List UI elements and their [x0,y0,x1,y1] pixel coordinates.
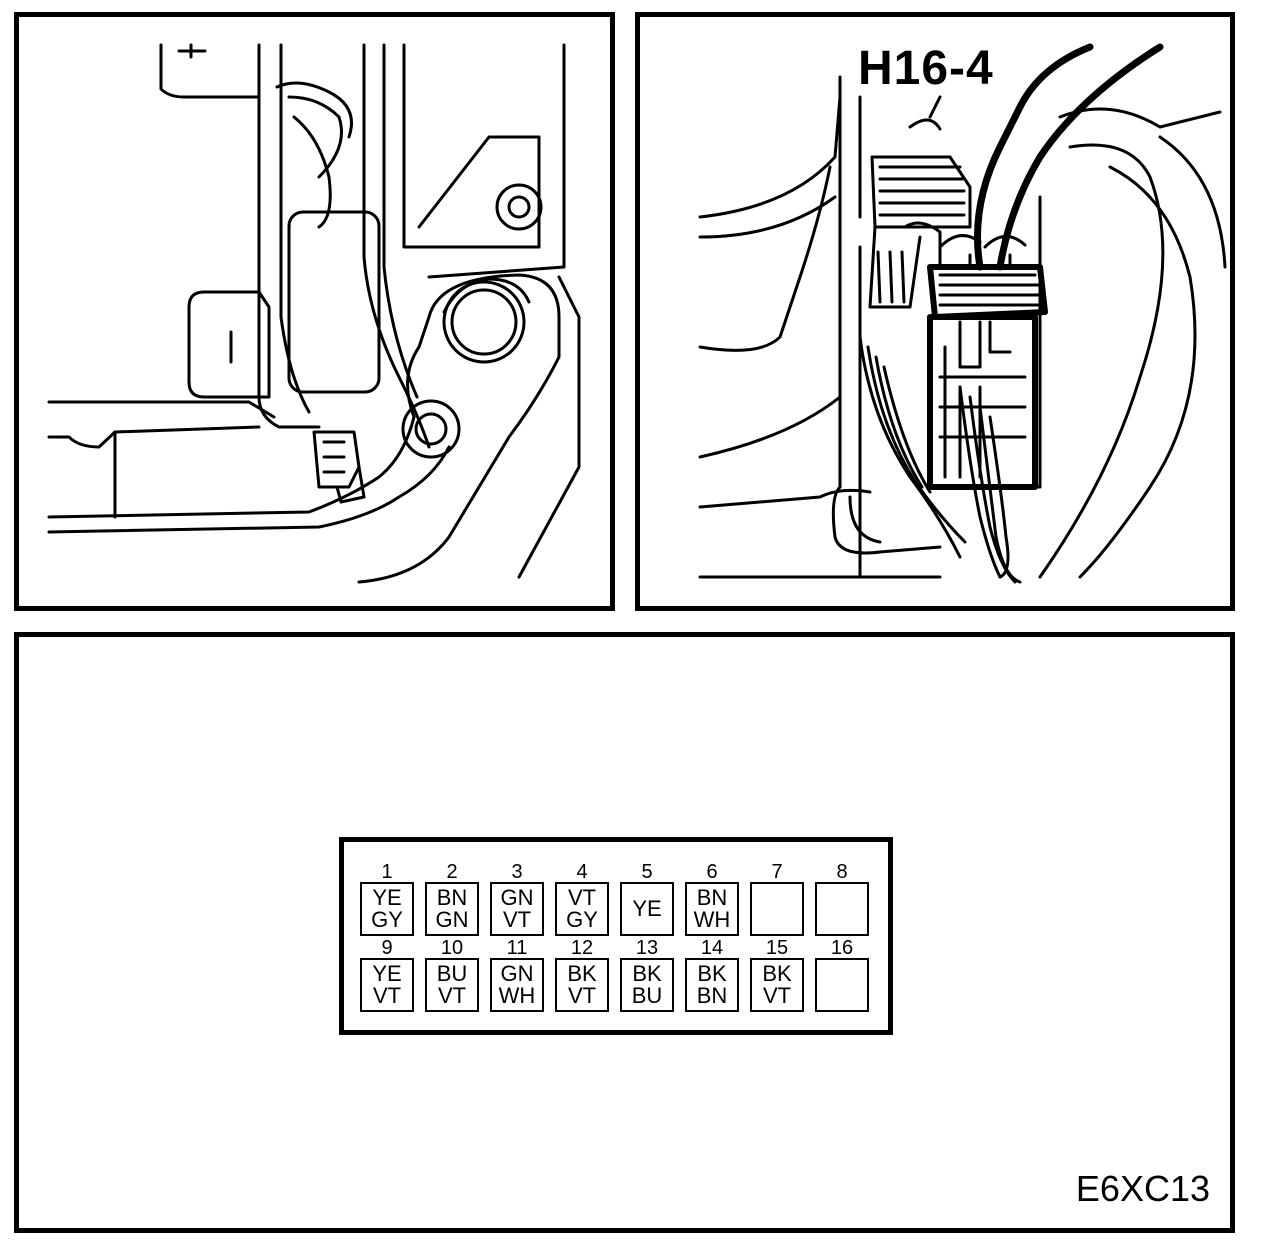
wire-color-code: VT [502,907,532,932]
wire-color-code: BN [696,885,728,910]
wire-color-code: VT [437,983,467,1008]
pin-7: 7 [750,862,804,936]
pin-number: 2 [446,861,458,883]
wire-color-code: YE [632,896,662,921]
pin-number: 9 [381,937,393,959]
pin-number: 5 [641,861,653,883]
pin-number: 13 [635,937,659,959]
wire-color-code: WH [693,907,731,932]
wire-color-code: BU [436,961,468,986]
pin-number: 11 [506,937,528,959]
wire-color-code: BN [696,983,728,1008]
pin-cavity [815,958,869,1012]
pin-number: 10 [440,937,464,959]
figure-code: E6XC13 [1075,1168,1210,1209]
pin-number: 4 [576,861,588,883]
pin-number: 8 [836,861,848,883]
wire-color-code: BN [436,885,468,910]
connector-photo-illustration: H16-4 [635,12,1235,611]
wire-color-code: YE [372,885,402,910]
wire-color-code: BK [762,961,792,986]
pin-cavity [750,882,804,936]
wire-color-code: VT [567,983,597,1008]
wire-color-code: GN [500,961,534,986]
pin-number: 3 [511,861,523,883]
pin-cavity [815,882,869,936]
connector-id-label: H16-4 [858,42,994,95]
pin-16: 16 [815,938,869,1012]
wire-color-code: BK [697,961,727,986]
wire-color-code: VT [567,885,597,910]
pin-number: 6 [706,861,718,883]
wire-color-code: VT [762,983,792,1008]
wire-color-code: YE [372,961,402,986]
location-illustration-left [14,12,615,611]
wire-color-code: WH [498,983,536,1008]
vehicle-interior-drawing [47,43,581,584]
wire-color-code: GN [435,907,469,932]
pin-cavity: YE [620,882,674,936]
wire-color-code: GY [371,907,403,932]
pin-number: 1 [381,861,393,883]
connector-drawing [698,43,1227,584]
pin-number: 14 [700,937,724,959]
wire-color-code: BU [631,983,663,1008]
wire-color-code: GN [500,885,534,910]
wire-color-code: GY [566,907,598,932]
wire-color-code: BK [567,961,597,986]
pin-8: 8 [815,862,869,936]
wire-color-code: VT [372,983,402,1008]
wire-color-code: BK [632,961,662,986]
pin-number: 12 [570,937,594,959]
pin-number: 7 [771,861,783,883]
pin-number: 16 [830,937,854,959]
pin-number: 15 [765,937,789,959]
